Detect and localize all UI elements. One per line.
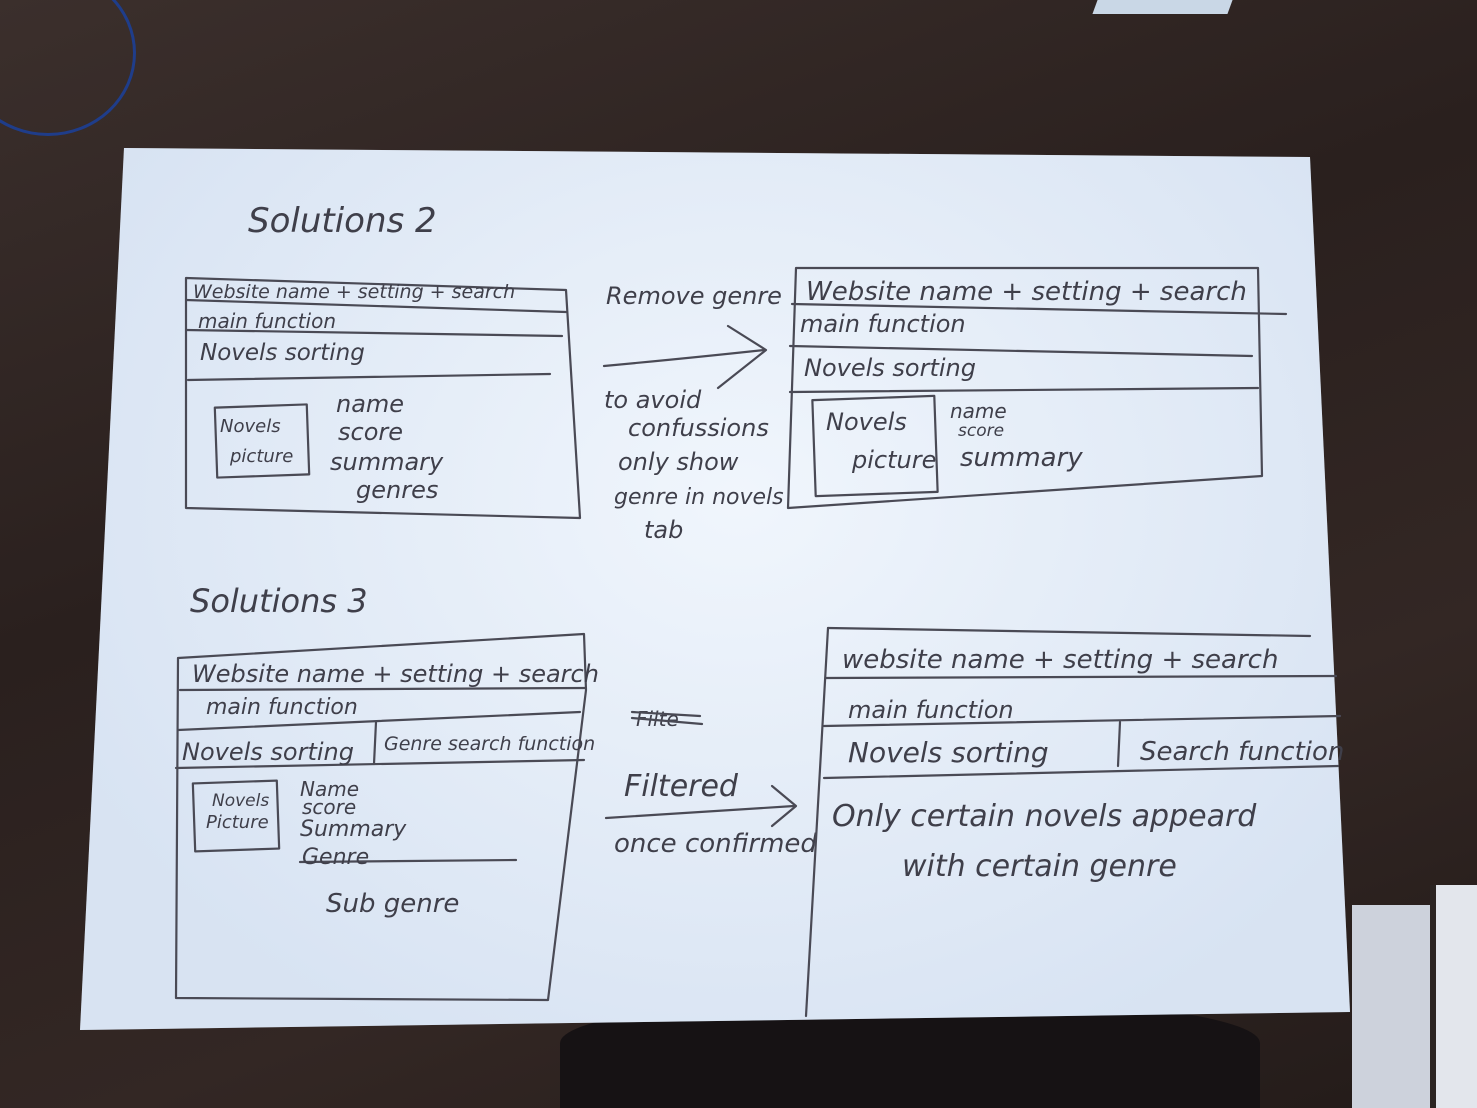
solution2-right-detail-score: score xyxy=(958,421,1004,441)
solution2-note-line: genre in novels xyxy=(614,485,784,510)
solution3-right-header: website name + setting + search xyxy=(842,645,1278,675)
solution2-left-sorting: Novels sorting xyxy=(200,340,365,366)
solution2-left-detail-summary: summary xyxy=(330,448,444,476)
solution2-right-detail-summary: summary xyxy=(960,443,1083,473)
solution3-crossed-out-word: Filte xyxy=(630,707,704,731)
solution2-right-detail-name: name xyxy=(950,399,1007,423)
solution3-left-sub-genre: Sub genre xyxy=(326,889,459,919)
solution2-left-detail-name: name xyxy=(336,390,404,418)
solution2-left-detail-score: score xyxy=(338,418,403,446)
solution3-left-picture-label: Picture xyxy=(206,812,269,833)
solution3-right-main-function: main function xyxy=(848,696,1014,724)
solution3-left-detail-genre: Genre xyxy=(302,845,369,870)
solution2-left-picture-label: picture xyxy=(229,446,293,467)
solution2-right-picture-label: picture xyxy=(851,446,936,474)
solution3-left-picture-box xyxy=(191,779,281,853)
floor-tile xyxy=(1436,885,1477,1108)
solution3-left-detail-name: Name xyxy=(300,777,359,801)
solution3-left-genre-search: Genre search function xyxy=(384,733,595,755)
solution2-heading: Solutions 2 xyxy=(248,201,437,241)
solution3-left-picture-label: Novels xyxy=(212,791,269,811)
floor-tile xyxy=(1352,905,1432,1108)
solution2-arrow xyxy=(602,324,768,390)
solution3-left-header: Website name + setting + search xyxy=(192,660,599,688)
solution3-right-sorting: Novels sorting xyxy=(848,736,1049,769)
solution2-right-sorting: Novels sorting xyxy=(804,354,976,382)
solution2-right-picture-label: Novels xyxy=(826,408,907,436)
solution3-right-search-function: Search function xyxy=(1140,737,1344,767)
solution2-left-picture-box xyxy=(213,403,311,479)
solution2-right-wireframe xyxy=(786,266,1288,510)
solution3-heading: Solutions 3 xyxy=(190,582,368,620)
solution2-arrow-label: Remove genre xyxy=(606,282,782,310)
solution3-arrow-label-bottom: once confirmed xyxy=(614,829,817,859)
solution2-right-picture-box xyxy=(811,394,939,498)
solution3-left-wireframe xyxy=(174,632,588,1002)
solution2-note-line: confussions xyxy=(628,414,769,442)
solution2-note-line: only show xyxy=(618,448,739,476)
solution3-left-detail-score: score xyxy=(302,795,356,819)
solution3-right-note: with certain genre xyxy=(902,849,1177,884)
solution3-arrow-label: Filtered xyxy=(624,769,739,804)
solution2-right-header: Website name + setting + search xyxy=(806,277,1247,307)
solution3-arrow xyxy=(604,784,798,828)
solution2-note-line: to avoid xyxy=(604,386,702,414)
solution2-left-detail-genres: genres xyxy=(356,476,438,504)
solution3-right-note: Only certain novels appeard xyxy=(832,799,1257,834)
solution2-note-line: tab xyxy=(644,516,683,544)
solution2-left-picture-label: Novels xyxy=(220,416,281,437)
solution3-left-main-function: main function xyxy=(206,695,358,720)
floor-tile-gap xyxy=(1430,885,1436,1108)
solution2-left-main-function: main function xyxy=(198,309,336,333)
solution2-left-wireframe xyxy=(184,276,582,520)
solution3-left-detail-summary: Summary xyxy=(300,817,407,842)
solution3-right-wireframe xyxy=(804,626,1342,1018)
solution2-left-header: Website name + setting + search xyxy=(193,281,515,303)
solution2-right-main-function: main function xyxy=(800,310,966,338)
solution3-left-sorting: Novels sorting xyxy=(182,738,354,766)
